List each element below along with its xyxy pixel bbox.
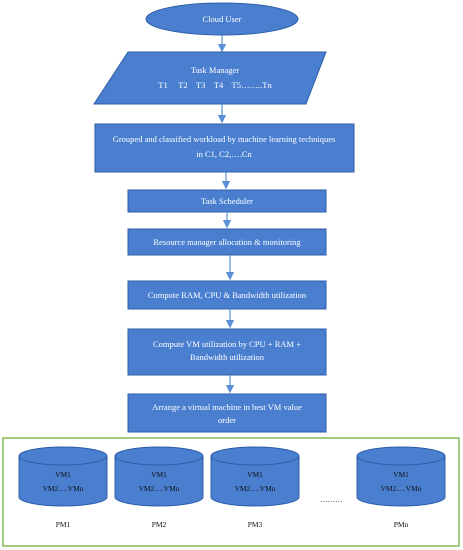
grouped-workload-node — [94, 123, 355, 173]
task-manager-title: Task Manager — [191, 65, 239, 75]
pm3-label: PM3 — [248, 520, 263, 529]
compute-ram-label: Compute RAM, CPU & Bandwidth utilization — [148, 290, 307, 300]
pm2-cylinder — [114, 446, 204, 507]
pmn-cylinder — [356, 446, 446, 507]
pm2-label: PM2 — [152, 520, 167, 529]
pm2-vm-top: VM1 — [151, 470, 167, 479]
ellipsis-dots: ……… — [320, 495, 343, 504]
compute-vm-line-2: Bandwidth utilization — [190, 352, 265, 362]
resource-manager-node — [127, 228, 327, 256]
pm1-vm-top: VM1 — [55, 470, 71, 479]
pm3-cylinder — [210, 446, 300, 507]
pmn-vm-top: VM1 — [393, 470, 409, 479]
pmn-vm-range: VM2….VMn — [380, 484, 421, 493]
arrange-line-2: order — [218, 415, 236, 425]
pm1-cylinder — [18, 446, 108, 507]
arrange-vm-node — [127, 393, 327, 433]
physical-machines-container — [2, 437, 460, 547]
task-scheduler-label: Task Scheduler — [201, 196, 253, 206]
task-manager-tasks: T1 T2 T3 T4 T5……..Tn — [158, 80, 272, 90]
cloud-user-label: Cloud User — [203, 14, 242, 24]
task-manager-node — [93, 51, 327, 105]
pmn-label: PMn — [394, 520, 409, 529]
compute-vm-node — [127, 328, 327, 376]
arrange-line-1: Arrange a virtual machine in best VM val… — [152, 402, 302, 412]
grouped-line-1: Grouped and classified workload by machi… — [113, 134, 336, 144]
grouped-line-2: in C1, C2,….Cn — [196, 149, 252, 159]
pm3-vm-top: VM1 — [247, 470, 263, 479]
pm2-vm-range: VM2….VMn — [138, 484, 179, 493]
pm1-label: PM1 — [56, 520, 71, 529]
compute-vm-line-1: Compute VM utilization by CPU + RAM + — [153, 339, 301, 349]
resource-manager-label: Resource manager allocation & monitoring — [153, 237, 301, 247]
pm3-vm-range: VM2….VMn — [234, 484, 275, 493]
pm1-vm-range: VM2….VMn — [42, 484, 83, 493]
compute-ram-node — [127, 280, 327, 310]
